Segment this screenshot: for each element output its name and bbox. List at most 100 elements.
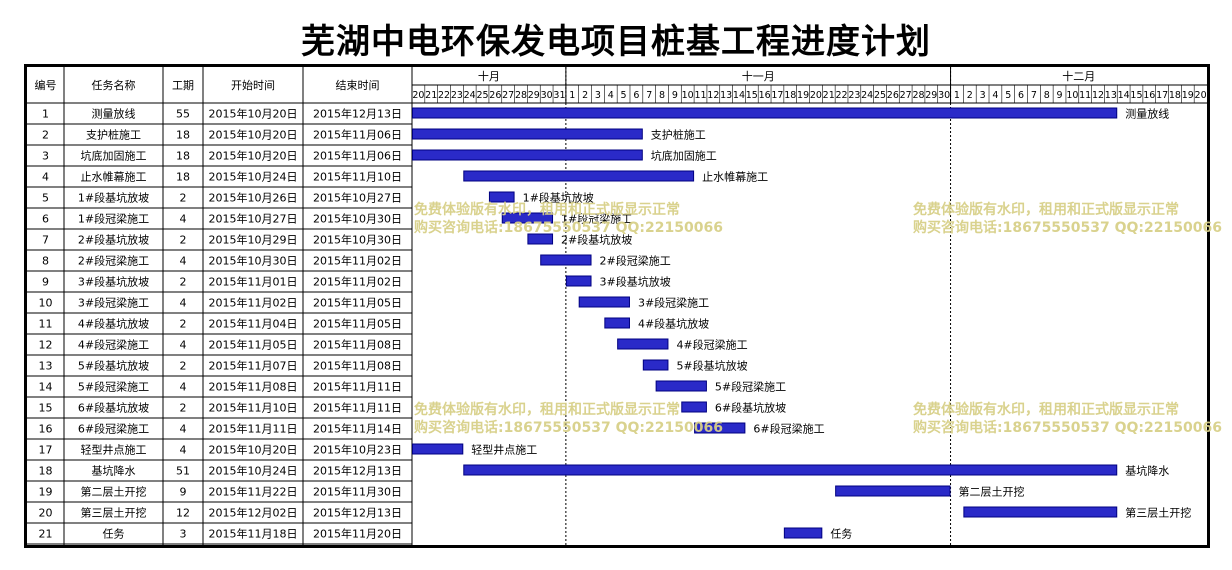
table-cell-id: 17 [39, 444, 53, 457]
table-cell-duration: 18 [176, 150, 190, 163]
gantt-bar [963, 506, 1118, 518]
day-tick-label: 2 [582, 90, 588, 101]
table-cell-start: 2015年10月20日 [209, 128, 298, 142]
gantt-bar [412, 149, 643, 161]
day-tick-label: 5 [621, 90, 627, 101]
day-tick-label: 30 [541, 90, 553, 101]
table-cell-end: 2015年11月14日 [313, 422, 402, 436]
table-cell-start: 2015年11月22日 [209, 485, 298, 499]
gantt-bar [565, 275, 592, 287]
table-cell-end: 2015年10月23日 [313, 443, 402, 457]
table-cell-duration: 2 [180, 276, 187, 289]
table-cell-end: 2015年11月05日 [313, 296, 402, 310]
table-cell-end: 2015年10月27日 [313, 191, 402, 205]
table-cell-duration: 12 [176, 507, 190, 520]
table-cell-name: 4#段冠梁施工 [78, 338, 149, 352]
table-cell-end: 2015年11月02日 [313, 254, 402, 268]
table-cell-start: 2015年10月29日 [209, 233, 298, 247]
gantt-bar-label: 第二层土开挖 [959, 485, 1025, 499]
table-cell-id: 11 [39, 318, 53, 331]
table-cell-end: 2015年12月13日 [313, 506, 402, 520]
day-tick-label: 22 [836, 90, 848, 101]
gantt-bar-label: 1#段基坑放坡 [523, 191, 594, 205]
day-tick-label: 28 [515, 90, 527, 101]
day-tick-label: 27 [502, 90, 514, 101]
day-tick-label: 16 [1143, 90, 1155, 101]
table-cell-duration: 2 [180, 402, 187, 415]
table-cell-start: 2015年11月11日 [209, 422, 298, 436]
table-cell-duration: 3 [180, 528, 187, 541]
day-tick-label: 15 [1130, 90, 1142, 101]
day-tick-label: 13 [1105, 90, 1117, 101]
day-tick-label: 11 [694, 90, 706, 101]
gantt-bar-label: 止水帷幕施工 [702, 170, 768, 184]
table-cell-name: 1#段基坑放坡 [78, 191, 149, 205]
table-cell-end: 2015年10月30日 [313, 233, 402, 247]
gantt-bar-label: 4#段冠梁施工 [676, 338, 747, 352]
table-cell-end: 2015年11月06日 [313, 128, 402, 142]
table-cell-duration: 51 [176, 465, 190, 478]
column-header-end: 结束时间 [336, 79, 380, 92]
table-cell-name: 6#段基坑放坡 [78, 401, 149, 415]
table-cell-name: 第二层土开挖 [81, 485, 147, 499]
table-cell-start: 2015年10月27日 [209, 212, 298, 226]
table-cell-duration: 4 [180, 213, 187, 226]
day-tick-label: 23 [451, 90, 463, 101]
day-tick-label: 28 [912, 90, 924, 101]
table-cell-end: 2015年11月02日 [313, 275, 402, 289]
table-cell-start: 2015年11月07日 [209, 359, 298, 373]
table-cell-duration: 9 [180, 486, 187, 499]
table-cell-start: 2015年10月20日 [209, 107, 298, 121]
table-cell-duration: 18 [176, 129, 190, 142]
table-cell-start: 2015年10月24日 [209, 170, 298, 184]
gantt-bar [681, 401, 707, 413]
table-cell-name: 坑底加固施工 [81, 149, 147, 163]
gantt-bar [501, 212, 554, 224]
day-tick-label: 16 [759, 90, 771, 101]
table-cell-id: 1 [42, 108, 49, 121]
table-cell-start: 2015年11月01日 [209, 275, 298, 289]
month-label: 十月 [478, 69, 500, 83]
day-tick-label: 11 [1079, 90, 1091, 101]
day-tick-label: 25 [874, 90, 886, 101]
gantt-bar-label: 第三层土开挖 [1125, 506, 1191, 520]
table-cell-duration: 4 [180, 444, 187, 457]
gantt-bar-label: 5#段基坑放坡 [676, 359, 747, 373]
day-tick-label: 21 [425, 90, 437, 101]
day-tick-label: 15 [746, 90, 758, 101]
gantt-bar [694, 422, 746, 434]
day-tick-label: 13 [720, 90, 732, 101]
day-tick-label: 25 [476, 90, 488, 101]
gantt-bar [783, 527, 823, 539]
gantt-bar [463, 464, 1118, 476]
day-tick-label: 8 [659, 90, 665, 101]
gantt-bar-label: 轻型井点施工 [471, 443, 537, 457]
gantt-bar [540, 254, 592, 266]
day-tick-label: 7 [646, 90, 652, 101]
table-cell-duration: 2 [180, 192, 187, 205]
day-tick-label: 18 [1169, 90, 1181, 101]
day-tick-label: 3 [595, 90, 601, 101]
table-cell-end: 2015年11月05日 [313, 317, 402, 331]
day-tick-label: 12 [707, 90, 719, 101]
table-cell-start: 2015年12月02日 [209, 506, 298, 520]
day-tick-label: 26 [489, 90, 501, 101]
table-cell-name: 5#段冠梁施工 [78, 380, 149, 394]
table-cell-end: 2015年11月08日 [313, 338, 402, 352]
table-cell-id: 12 [39, 339, 53, 352]
day-tick-label: 20 [412, 90, 424, 101]
table-cell-name: 2#段冠梁施工 [78, 254, 149, 268]
gantt-bar-label: 2#段基坑放坡 [561, 233, 632, 247]
table-cell-end: 2015年11月08日 [313, 359, 402, 373]
table-cell-end: 2015年11月11日 [313, 380, 402, 394]
gantt-bar [527, 233, 554, 245]
day-tick-label: 4 [992, 90, 998, 101]
table-cell-id: 19 [39, 486, 53, 499]
table-cell-id: 5 [42, 192, 49, 205]
day-tick-label: 20 [1195, 90, 1207, 101]
day-tick-label: 26 [887, 90, 899, 101]
day-tick-label: 21 [823, 90, 835, 101]
table-cell-start: 2015年10月30日 [209, 254, 298, 268]
gantt-bar-label: 2#段冠梁施工 [600, 254, 671, 268]
day-tick-label: 14 [733, 90, 745, 101]
